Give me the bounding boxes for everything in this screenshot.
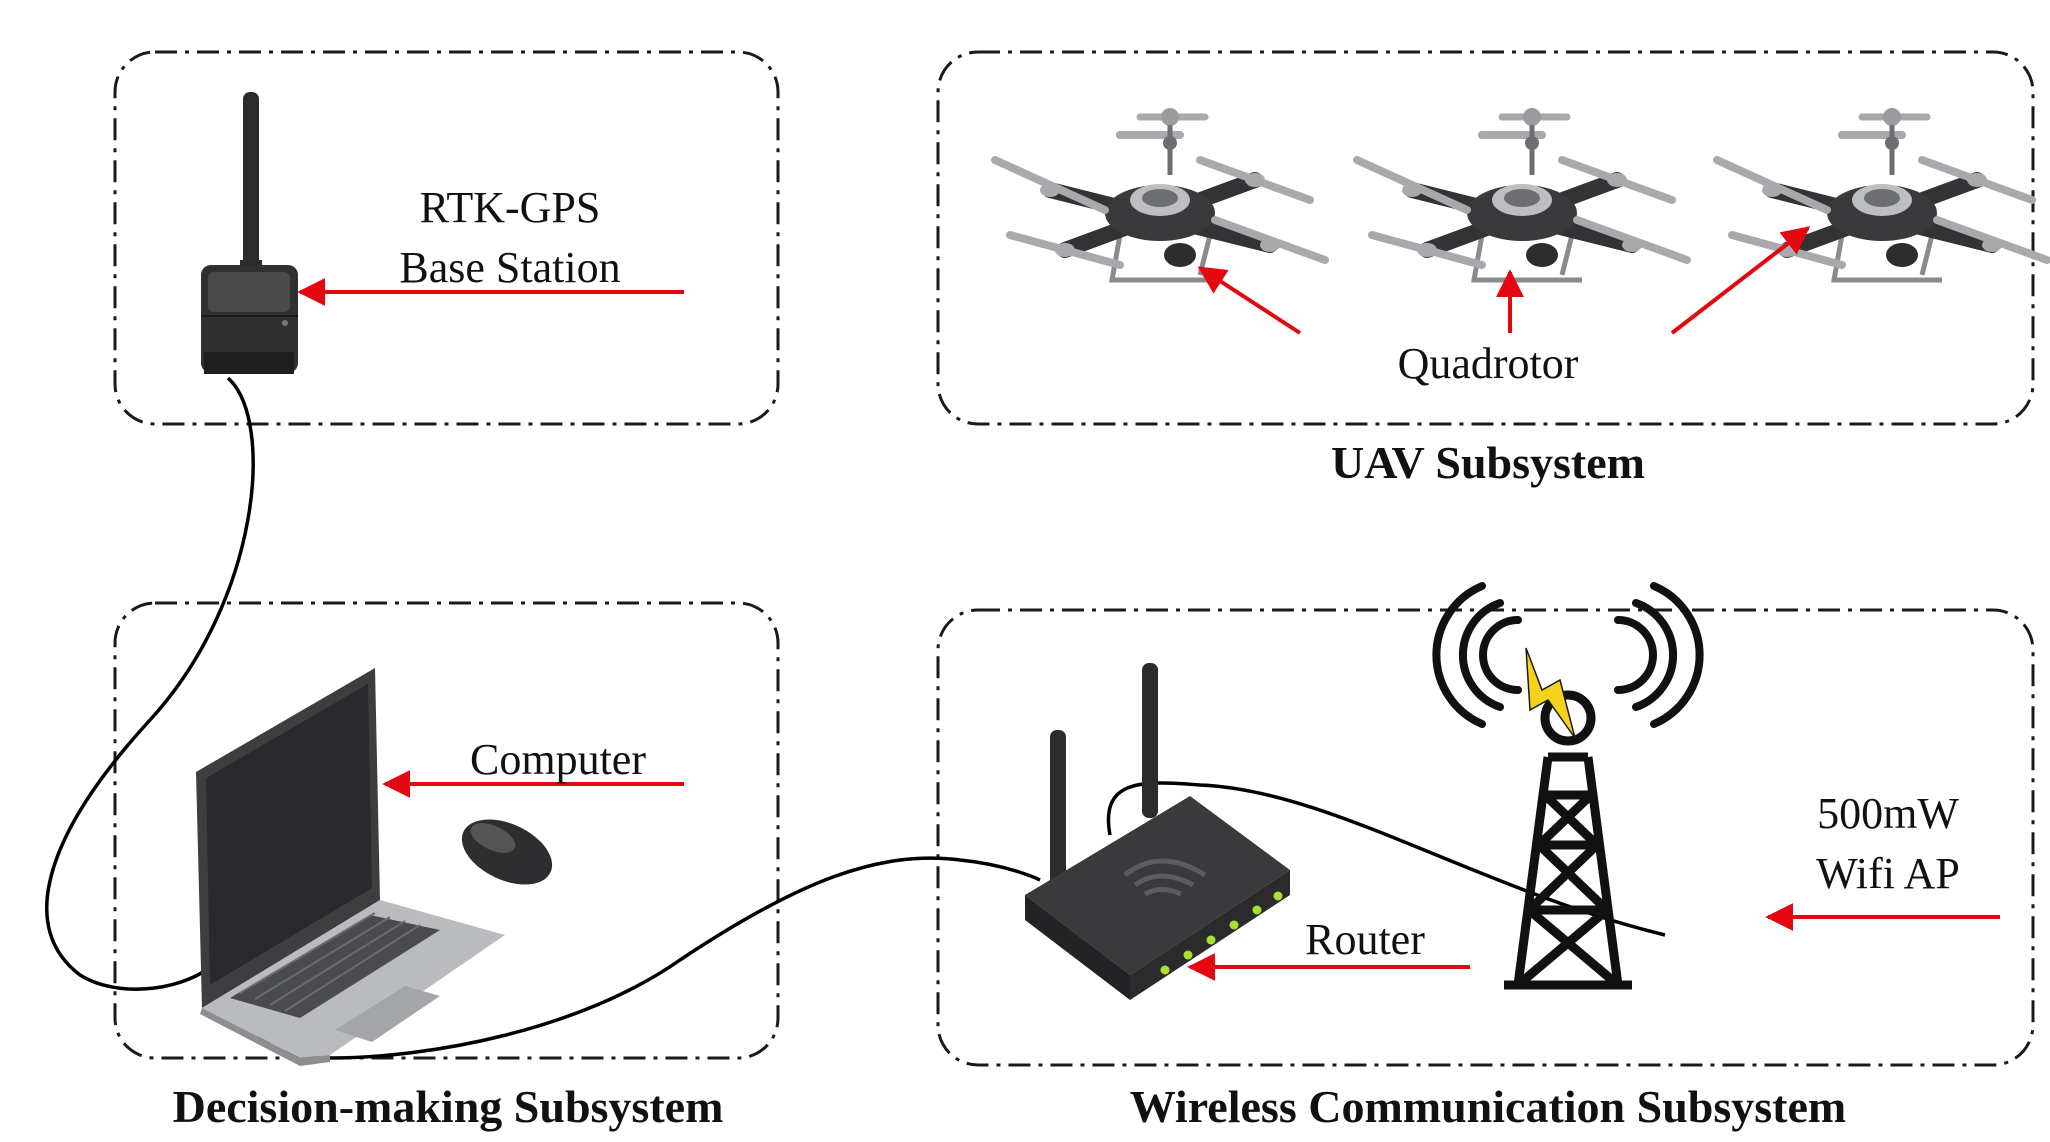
quadrotor-icon-3	[1717, 108, 2047, 280]
frame-base-station	[113, 50, 780, 426]
gps-base-station-icon	[201, 92, 298, 374]
arrow-quadrotor-1	[1197, 266, 1302, 335]
router-icon	[1025, 663, 1290, 1000]
cable-gps-to-computer	[45, 376, 255, 991]
quadrotor-icon-2	[1357, 108, 1687, 280]
label-computer: Computer	[470, 735, 646, 784]
title-uav-subsystem: UAV Subsystem	[1331, 437, 1645, 488]
label-router: Router	[1305, 915, 1425, 964]
label-rtk-gps: RTK-GPS	[420, 183, 601, 232]
label-wifi-ap: Wifi AP	[1816, 849, 1960, 898]
laptop-icon	[196, 668, 505, 1066]
frame-uav-subsystem	[936, 50, 2035, 426]
label-quadrotor: Quadrotor	[1398, 339, 1579, 388]
mouse-icon	[461, 819, 553, 885]
title-decision-subsystem: Decision-making Subsystem	[173, 1081, 724, 1132]
lightning-icon	[1525, 647, 1576, 739]
title-wireless-subsystem: Wireless Communication Subsystem	[1130, 1081, 1846, 1132]
label-500mw: 500mW	[1817, 789, 1959, 838]
wifi-tower-icon	[1432, 582, 1704, 990]
arrow-quadrotor-3	[1670, 226, 1811, 335]
frame-decision-subsystem	[113, 601, 780, 1060]
label-base-station: Base Station	[399, 243, 620, 292]
quadrotor-icon-1	[995, 108, 1325, 280]
